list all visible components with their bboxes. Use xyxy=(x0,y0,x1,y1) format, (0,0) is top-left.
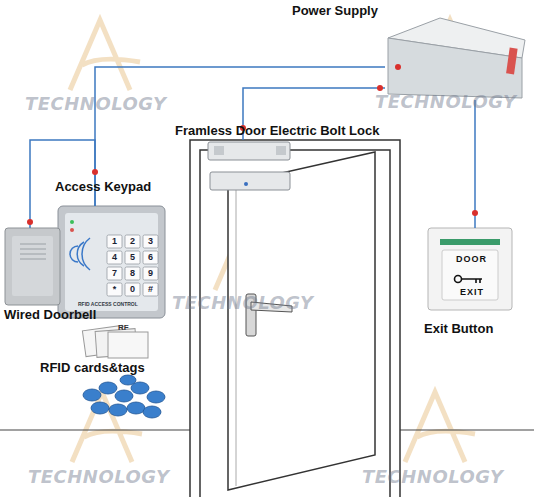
watermark: TECHNOLOGY xyxy=(375,93,516,111)
key-legend: 6 xyxy=(143,251,158,264)
device-label: RFID cards&tags xyxy=(40,360,145,375)
key-legend: 0 xyxy=(125,283,140,296)
power-supply-box xyxy=(388,18,525,98)
door-frame xyxy=(190,140,400,497)
rfid-tags xyxy=(83,375,165,418)
key-legend: # xyxy=(143,283,158,296)
key-legend: 4 xyxy=(107,251,122,264)
card-marking: RF xyxy=(118,324,129,332)
key-legend: 8 xyxy=(125,267,140,280)
button-marking: EXIT xyxy=(460,288,484,297)
watermark: TECHNOLOGY xyxy=(172,294,313,312)
doorbell: Wired Doorbell xyxy=(5,228,60,305)
wire xyxy=(474,100,476,228)
button-marking: DOOR xyxy=(456,255,487,264)
device-label: Framless Door Electric Bolt Lock xyxy=(175,123,379,138)
key-legend: 7 xyxy=(107,267,122,280)
wire-terminal xyxy=(27,64,478,225)
floor-line xyxy=(0,429,190,430)
wired-doorbell xyxy=(5,228,60,305)
device-label: Wired Doorbell xyxy=(4,307,96,322)
floor-line xyxy=(400,429,534,430)
door-leaf xyxy=(228,152,375,490)
door-edge xyxy=(236,190,237,486)
device-label: Exit Button xyxy=(424,321,493,336)
device-label: Access Keypad xyxy=(55,179,151,194)
key-legend: 2 xyxy=(125,235,140,248)
key-legend: 1 xyxy=(107,235,122,248)
key-legend: 5 xyxy=(125,251,140,264)
rfid-group: RFID cards&tags xyxy=(38,322,170,422)
key-legend: 9 xyxy=(143,267,158,280)
key-legend: 3 xyxy=(143,235,158,248)
rfid-cards xyxy=(82,325,148,358)
watermark: TECHNOLOGY xyxy=(25,95,166,113)
exit-button xyxy=(428,228,512,310)
exit-button: Exit Button xyxy=(428,228,512,310)
device-label: Power Supply xyxy=(292,3,378,18)
bolt-lock: Framless Door Electric Bolt Lock xyxy=(208,140,290,192)
watermark: TECHNOLOGY xyxy=(28,468,169,486)
access-keypad xyxy=(58,206,165,318)
watermark: TECHNOLOGY xyxy=(362,468,503,486)
device-marking: RFID ACCESS CONTROL xyxy=(78,302,138,307)
key-legend: * xyxy=(107,283,122,296)
power-supply: Power Supply xyxy=(385,15,525,100)
bolt-lock xyxy=(208,142,290,190)
